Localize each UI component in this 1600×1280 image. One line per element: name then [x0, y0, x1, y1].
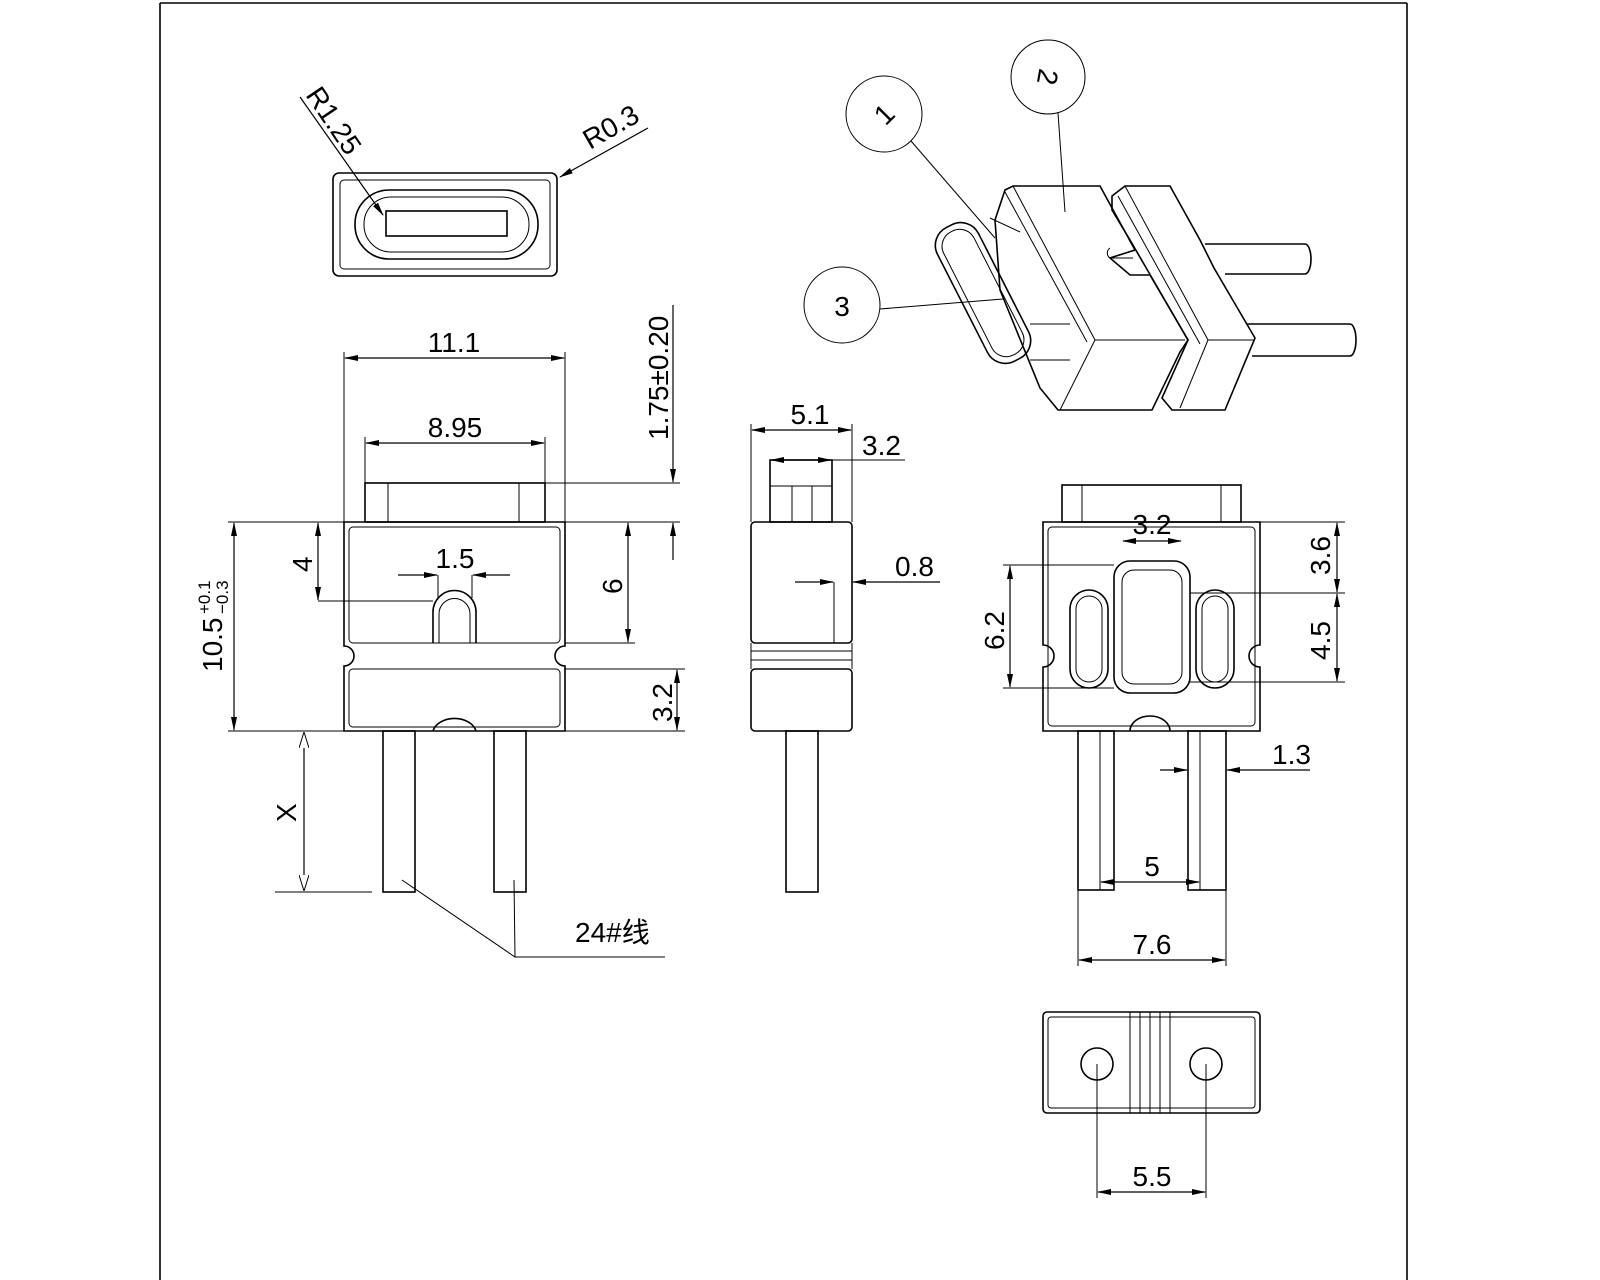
dim-depth: 5.1 — [791, 399, 830, 430]
dim-hole-pitch: 5.5 — [1133, 1161, 1172, 1192]
rear-view: 3.2 3.6 4.5 6.2 1.3 5 7.6 — [979, 484, 1345, 966]
front-view: 11.1 8.95 1.75±0.20 10.5 +0.1 −0.3 4 1.5… — [195, 305, 685, 958]
balloon-2 — [1010, 39, 1086, 115]
dim-center-width: 3.2 — [1133, 509, 1172, 540]
balloon-3-label: 3 — [834, 291, 850, 322]
balloon-1 — [845, 75, 923, 153]
dim-pin-outer: 7.6 — [1133, 929, 1172, 960]
dim-lower-height: 3.2 — [647, 683, 678, 722]
dim-upper-height: 6 — [597, 578, 628, 594]
dim-tab-height: 1.75±0.20 — [643, 316, 674, 440]
dim-top-offset: 3.6 — [1305, 536, 1336, 575]
radius-label-small: R0.3 — [578, 99, 645, 155]
dim-wall: 0.8 — [895, 551, 934, 582]
dim-slot-depth: 4 — [287, 556, 318, 572]
dim-tab-width: 8.95 — [428, 412, 483, 443]
dim-slot-width: 1.5 — [436, 543, 475, 574]
radius-label-large: R1.25 — [300, 81, 367, 160]
dim-pin-pitch: 5 — [1144, 851, 1160, 882]
balloon-2-label: 2 — [1031, 67, 1064, 88]
dim-tolerance-plus: +0.1 — [195, 580, 214, 614]
side-view: 5.1 3.2 0.8 — [750, 399, 940, 893]
dim-pin-diameter: 1.3 — [1272, 739, 1311, 770]
sheet-frame — [159, 2, 1408, 1280]
bottom-view: 5.5 — [1042, 1011, 1261, 1198]
dim-slot-height: 4.5 — [1305, 621, 1336, 660]
top-view: R1.25 R0.3 — [299, 81, 649, 277]
balloon-1-label: 1 — [868, 98, 901, 131]
dim-pin-length: X — [271, 803, 302, 822]
dim-overall-width: 11.1 — [428, 327, 480, 358]
dim-tolerance-minus: −0.3 — [213, 580, 232, 614]
dim-total-height: 10.5 — [197, 618, 228, 673]
balloon-3 — [803, 266, 881, 344]
isometric-view: 1 2 3 — [803, 39, 1357, 411]
wire-gauge-label: 24#线 — [575, 917, 650, 948]
dim-slot-span: 6.2 — [979, 611, 1010, 650]
dim-tab-depth: 3.2 — [862, 430, 901, 461]
